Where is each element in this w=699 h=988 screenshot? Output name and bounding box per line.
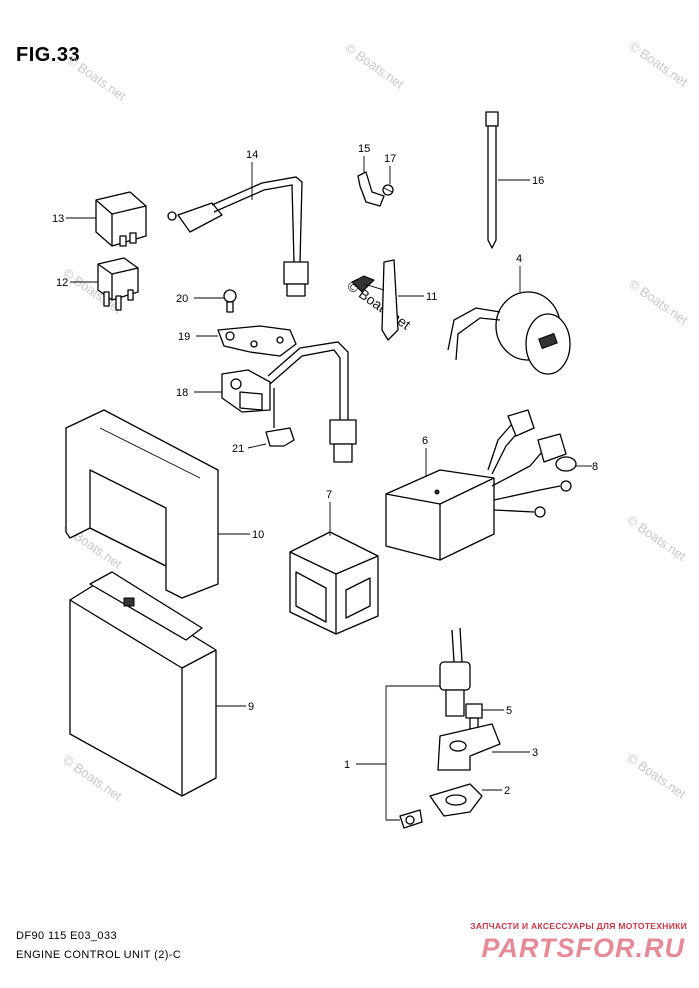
- callout-21: 21: [232, 443, 244, 455]
- part-21-clip[interactable]: [265, 388, 295, 447]
- callout-11: 11: [426, 291, 437, 303]
- part-16-cable-tie[interactable]: [485, 111, 499, 249]
- part-12-relay[interactable]: [97, 257, 139, 311]
- watermark: © Boats.net: [626, 276, 691, 328]
- part-8-cap[interactable]: [555, 456, 577, 472]
- watermark: © Boats.net: [60, 752, 125, 804]
- callout-1: 1: [344, 759, 350, 771]
- callout-16: 16: [532, 175, 544, 187]
- part-17-screw[interactable]: [382, 184, 394, 196]
- part-4-ignition-switch[interactable]: [447, 291, 571, 375]
- callout-8: 8: [592, 461, 598, 473]
- part-9-ecu[interactable]: [69, 571, 217, 797]
- callout-4: 4: [516, 253, 522, 265]
- callout-2: 2: [504, 785, 510, 797]
- callout-18: 18: [176, 387, 188, 399]
- part-1-sensor-assembly[interactable]: [399, 627, 471, 829]
- watermark: © Boats.net: [624, 512, 689, 564]
- watermark: © Boats.net: [342, 40, 407, 92]
- callout-14: 14: [246, 149, 258, 161]
- part-13-relay[interactable]: [95, 191, 147, 247]
- part-20-screw[interactable]: [223, 289, 237, 313]
- part-15-bracket[interactable]: [357, 171, 385, 207]
- part-18-sensor[interactable]: [221, 341, 357, 463]
- callout-15: 15: [358, 143, 370, 155]
- part-7-box[interactable]: [289, 531, 379, 635]
- part-3-bracket[interactable]: [437, 723, 501, 771]
- watermark: © Boats.net: [626, 38, 691, 90]
- part-19-plate[interactable]: [217, 325, 297, 357]
- part-6-module[interactable]: [385, 409, 572, 561]
- callout-13: 13: [52, 213, 64, 225]
- watermark: © Boats.net: [64, 52, 129, 104]
- watermark: © Boats.net: [344, 277, 413, 332]
- diagram-code: DF90 115 E03_033: [16, 930, 117, 942]
- part-10-cover[interactable]: [65, 409, 219, 599]
- watermark: © Boats.net: [624, 750, 689, 802]
- shop-logo[interactable]: PARTSFOR.RU: [481, 933, 685, 963]
- leader-lines: [66, 156, 592, 821]
- callout-3: 3: [532, 747, 538, 759]
- callout-5: 5: [506, 705, 512, 717]
- figure-title: FIG.33: [16, 44, 81, 66]
- callout-7: 7: [326, 489, 332, 501]
- callout-6: 6: [422, 435, 428, 447]
- callout-10: 10: [252, 529, 264, 541]
- part-11-clamp[interactable]: [351, 259, 399, 341]
- callout-19: 19: [178, 331, 190, 343]
- callout-20: 20: [176, 293, 188, 305]
- callout-9: 9: [248, 701, 254, 713]
- shop-tagline: ЗАПЧАСТИ И АКСЕССУАРЫ ДЛЯ МОТОТЕХНИКИ: [470, 921, 687, 931]
- diagram-description: ENGINE CONTROL UNIT (2)-C: [16, 949, 182, 961]
- part-2-holder[interactable]: [429, 783, 483, 817]
- callout-12: 12: [56, 277, 68, 289]
- callout-17: 17: [384, 153, 396, 165]
- callout-labels: 1 2 3 4 5 6 7 8 9 10 11 12 13 14 15 16 1…: [52, 143, 598, 797]
- part-14-harness-switch[interactable]: [167, 176, 309, 297]
